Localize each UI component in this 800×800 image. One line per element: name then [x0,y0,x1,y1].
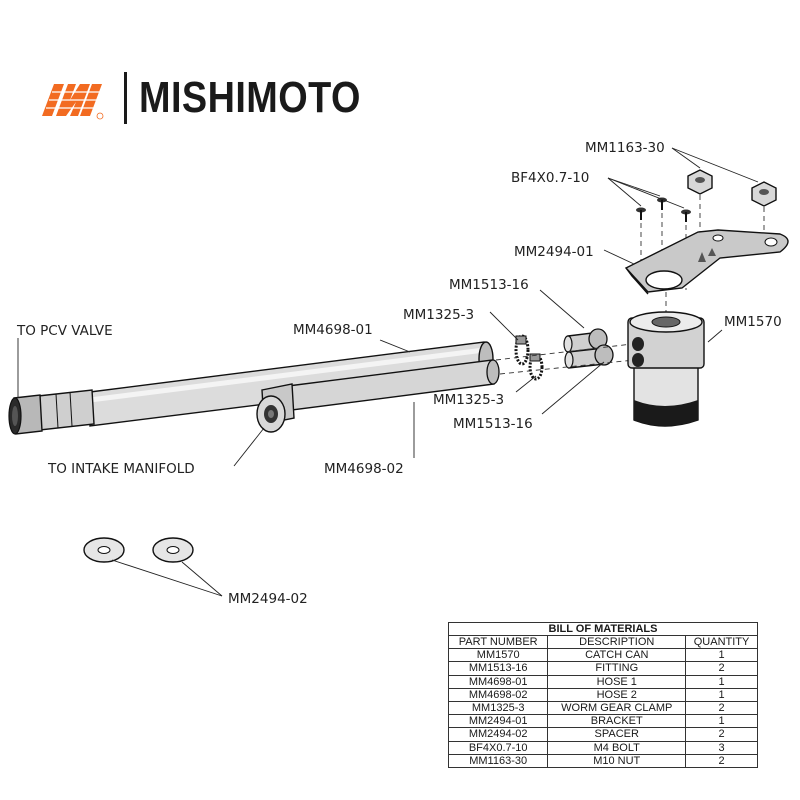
hose-2 [287,359,500,411]
brand-header: MISHIMOTO [40,72,397,124]
callout-mm1163-30: MM1163-30 [585,140,665,156]
bom-description: HOSE 2 [547,687,687,703]
callout-mm4698-02: MM4698-02 [324,461,404,477]
bom-description: FITTING [547,661,687,676]
bom-description: M10 NUT [547,753,687,769]
bom-part-number: MM4698-02 [447,687,549,703]
callout-mm1513-16-bottom: MM1513-16 [453,416,533,432]
bom-description: HOSE 1 [547,674,687,689]
bom-description: BRACKET [547,714,687,729]
brand-name: MISHIMOTO [139,73,361,122]
bom-part-number: MM2494-01 [447,714,549,729]
bom-header-quantity: QUANTITY [685,634,758,650]
bom-quantity: 1 [685,714,758,729]
bom-part-number: MM1570 [447,648,549,663]
callout-mm1325-3-top: MM1325-3 [403,307,474,323]
worm-gear-clamps [514,334,544,381]
intake-tee-fitting [256,383,295,433]
pcv-end-fitting [8,389,95,435]
bom-title: BILL OF MATERIALS [448,622,758,635]
bom-header-description: DESCRIPTION [547,634,687,650]
bom-description: WORM GEAR CLAMP [547,701,687,716]
bom-quantity: 1 [685,674,758,689]
leader-lines [17,147,759,597]
bom-description: M4 BOLT [547,740,687,755]
callout-to-pcv-valve: TO PCV VALVE [16,323,113,339]
bom-description: CATCH CAN [547,648,687,663]
bom-quantity: 3 [685,740,758,755]
callout-to-intake-manifold: TO INTAKE MANIFOLD [47,461,195,477]
mishimoto-m-logo-icon [42,84,106,120]
callout-mm1513-16-top: MM1513-16 [449,277,529,293]
brand-divider [124,72,127,124]
m4-bolts [636,197,691,222]
bom-part-number: MM4698-01 [447,674,549,689]
bom-part-number: MM1513-16 [447,661,549,676]
callout-mm1325-3-bottom: MM1325-3 [433,392,504,408]
callout-mm2494-01: MM2494-01 [514,244,594,260]
fittings [563,328,614,369]
callout-mm4698-01: MM4698-01 [293,322,373,338]
catch-can [627,311,705,427]
callout-mm1570: MM1570 [724,314,782,330]
bom-quantity: 2 [685,701,758,716]
bom-description: SPACER [547,727,687,742]
callout-mm2494-02: MM2494-02 [228,591,308,607]
bom-quantity: 1 [685,648,758,663]
bom-part-number: MM1325-3 [447,701,549,716]
bom-quantity: 2 [685,727,758,742]
bom-quantity: 2 [685,753,758,769]
bracket [624,229,789,295]
bill-of-materials-table: BILL OF MATERIALS PART NUMBER DESCRIPTIO… [447,622,758,769]
spacers [83,537,194,563]
bom-part-number: BF4X0.7-10 [447,740,549,755]
callout-bf4x0.7-10: BF4X0.7-10 [511,170,589,186]
bom-quantity: 1 [685,687,758,703]
bom-header-row: PART NUMBER DESCRIPTION QUANTITY [447,634,758,650]
bom-part-number: MM1163-30 [447,753,549,769]
bom-quantity: 2 [685,661,758,676]
bom-header-part-number: PART NUMBER [447,634,549,650]
bom-part-number: MM2494-02 [447,727,549,742]
m10-nuts [687,169,777,207]
